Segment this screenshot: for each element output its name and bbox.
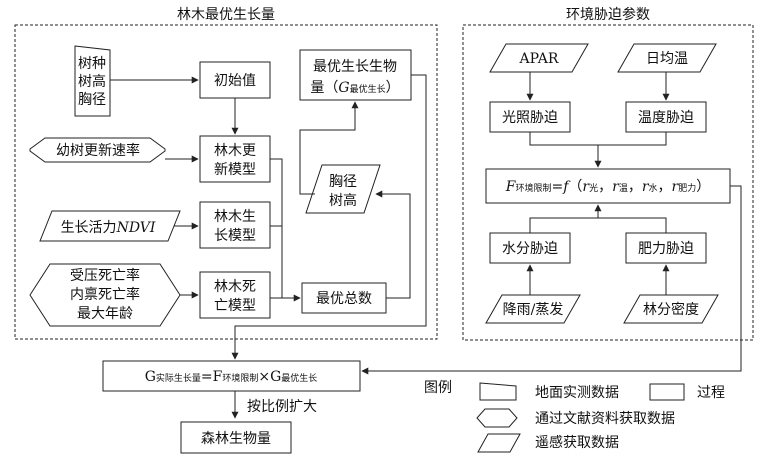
actual-growth-equation-node: G实际生长量=F环境限制×G最优生长: [102, 360, 361, 392]
fert-stress-node: 肥力胁迫: [625, 232, 707, 264]
dbh-label: 胸径: [78, 92, 106, 108]
growth-model-label-2: 长模型: [214, 228, 256, 244]
initial-value-node: 初始值: [199, 61, 271, 99]
right-panel-border: [462, 24, 754, 341]
dbh-height-node: 胸径 树高: [305, 164, 381, 214]
optimal-biomass-label-1: 最优生长生物: [313, 59, 397, 75]
rain-evap-node: 降雨/蒸发: [485, 294, 581, 324]
mortality-model-label-1: 林木死: [214, 279, 256, 295]
water-stress-label: 水分胁迫: [502, 241, 558, 257]
left-connectors: [110, 74, 427, 360]
stand-density-label: 林分密度: [643, 301, 699, 318]
update-model-label-2: 新模型: [214, 162, 256, 178]
dbh-height-label-1: 胸径: [329, 174, 357, 190]
ndvi-italic: NDVI: [116, 220, 156, 236]
ndvi-label: 生长活力NDVI: [61, 220, 156, 236]
optimal-total-node: 最优总数: [301, 282, 387, 314]
right-connectors: [361, 72, 742, 375]
apar-label: APAR: [519, 51, 559, 67]
mortality-model-node: 林木死 亡模型: [199, 271, 271, 319]
temp-stress-node: 温度胁迫: [625, 101, 707, 133]
optimal-biomass-node: 最优生长生物 量（G最优生长）: [299, 49, 412, 101]
legend-literature-symbol: [476, 408, 518, 428]
ndvi-text: 生长活力: [61, 220, 117, 236]
daily-temp-label: 日均温: [646, 51, 688, 67]
growth-model-node: 林木生 长模型: [199, 201, 271, 249]
left-panel: 林木最优生长量 树种 树高 胸径 初始值 幼树更新速率 林木更 新模型 生长活力…: [14, 7, 438, 360]
legend-process-label: 过程: [697, 385, 725, 401]
intrinsic-mortality-label: 内禀死亡率: [70, 286, 140, 303]
environment-formula-node: F环境限制=f（r光，r温，r水，r肥力）: [485, 168, 731, 204]
forest-biomass-node: 森林生物量: [180, 421, 292, 454]
left-panel-title: 林木最优生长量: [177, 7, 275, 23]
legend-title: 图例: [424, 380, 452, 396]
legend: 图例 地面实测数据 过程 通过文献资料获取数据 遥感获取数据: [424, 380, 725, 453]
species-input-node: 树种 树高 胸径: [74, 45, 111, 117]
temp-stress-label: 温度胁迫: [638, 110, 694, 126]
environment-formula-label: F环境限制=f（r光，r温，r水，r肥力）: [505, 179, 711, 195]
initial-value-label: 初始值: [214, 72, 256, 89]
legend-literature-label: 通过文献资料获取数据: [535, 411, 675, 427]
bottom-section: G实际生长量=F环境限制×G最优生长 按比例扩大 森林生物量: [102, 360, 361, 454]
sapling-rate-label: 幼树更新速率: [56, 142, 140, 159]
legend-ground-label: 地面实测数据: [535, 385, 619, 401]
rain-evap-label: 降雨/蒸发: [503, 302, 564, 318]
update-model-label-1: 林木更: [214, 143, 256, 159]
stand-density-node: 林分密度: [623, 294, 719, 324]
pressure-mortality-label: 受压死亡率: [70, 267, 140, 284]
mortality-model-label-2: 亡模型: [214, 298, 256, 314]
optimal-biomass-label-2: 量（G最优生长）: [310, 80, 399, 96]
max-age-label: 最大年龄: [77, 306, 133, 322]
legend-remote-label: 遥感获取数据: [535, 434, 619, 451]
fert-stress-label: 肥力胁迫: [638, 241, 694, 257]
daily-temp-node: 日均温: [617, 43, 717, 73]
apar-node: APAR: [489, 43, 589, 73]
growth-model-label-1: 林木生: [214, 209, 256, 225]
dbh-height-label-2: 树高: [329, 192, 357, 209]
left-panel-border: [14, 24, 438, 340]
ndvi-node: 生长活力NDVI: [39, 210, 181, 242]
light-stress-node: 光照胁迫: [489, 101, 571, 133]
legend-ground-symbol: [479, 382, 517, 401]
legend-remote-symbol: [477, 433, 521, 453]
right-panel: 环境胁迫参数 APAR 日均温 光照胁迫 温度胁迫 F环境限制=f（r光，r温，…: [361, 6, 754, 375]
update-model-node: 林木更 新模型: [199, 135, 271, 183]
mortality-inputs-node: 受压死亡率 内禀死亡率 最大年龄: [29, 263, 181, 327]
water-stress-node: 水分胁迫: [489, 232, 571, 264]
light-stress-label: 光照胁迫: [502, 110, 558, 126]
right-panel-title: 环境胁迫参数: [566, 6, 650, 23]
legend-process-symbol: [649, 383, 685, 401]
actual-growth-equation-label: G实际生长量=F环境限制×G最优生长: [145, 369, 318, 385]
sapling-rate-node: 幼树更新速率: [29, 137, 166, 163]
species-label: 树种: [78, 56, 106, 72]
optimal-total-label: 最优总数: [316, 291, 372, 307]
forest-biomass-label: 森林生物量: [201, 431, 271, 447]
height-label: 树高: [78, 73, 106, 90]
scale-label: 按比例扩大: [247, 399, 317, 415]
